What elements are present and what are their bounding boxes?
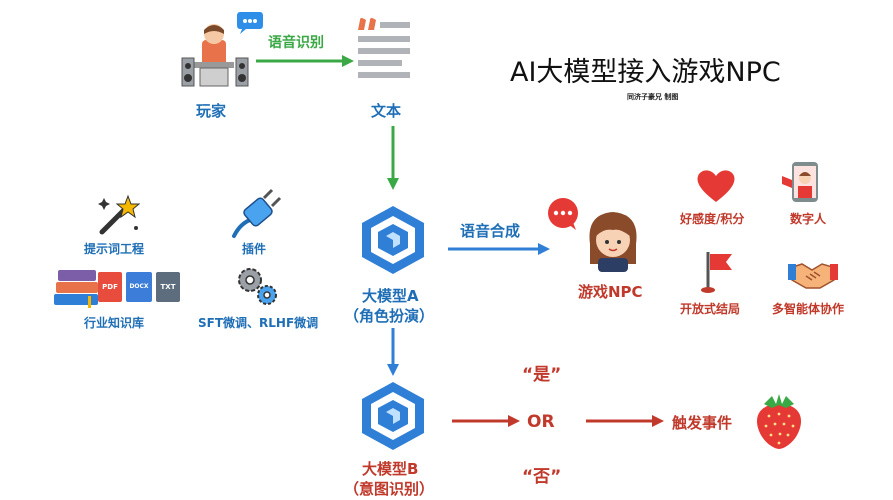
speech-recognition-label: 语音识别 [268, 35, 324, 51]
trigger-event-label: 触发事件 [672, 414, 733, 432]
npc-icon [589, 212, 637, 272]
text-label: 文本 [371, 102, 402, 120]
heart-icon [697, 170, 735, 202]
books-icon [54, 270, 98, 308]
text-to-model-arrow [387, 126, 399, 190]
model-a-icon [362, 206, 424, 274]
model-b-to-or-arrow [452, 415, 520, 427]
plugin-label: 插件 [242, 242, 267, 256]
favor-label: 好感度/积分 [680, 212, 745, 226]
finetune-label: SFT微调、RLHF微调 [198, 316, 319, 330]
model-b-name: 大模型B [362, 460, 419, 478]
no-label: “否” [522, 467, 562, 487]
npc-speech-bubble-icon [548, 198, 578, 230]
gears-icon [238, 268, 277, 305]
speech-synthesis-label: 语音合成 [460, 222, 521, 240]
credit-text: 同济子豪兄 制图 [627, 93, 679, 101]
model-b-icon [362, 382, 424, 450]
or-to-trigger-arrow [586, 415, 664, 427]
npc-label: 游戏NPC [578, 283, 643, 301]
speech-recognition-arrow [256, 55, 354, 67]
player-label: 玩家 [196, 102, 227, 120]
strawberry-icon [756, 394, 802, 449]
model-b-role: （意图识别） [344, 480, 435, 498]
multi-agent-label: 多智能体协作 [772, 302, 845, 316]
pdf-file-icon: PDF [98, 272, 122, 302]
flag-icon [701, 252, 732, 293]
prompt-engineering-label: 提示词工程 [84, 242, 145, 256]
or-label: OR [527, 412, 555, 432]
player-icon [181, 24, 249, 87]
plug-icon [232, 188, 282, 238]
speech-bubble-icon [237, 12, 263, 34]
docx-file-icon: DOCX [126, 272, 152, 302]
magic-wand-icon [98, 194, 141, 235]
page-title: AI大模型接入游戏NPC [510, 57, 781, 88]
knowledge-base-label: 行业知识库 [84, 316, 145, 330]
speech-synthesis-arrow [448, 243, 550, 255]
model-a-to-b-arrow [387, 328, 399, 376]
text-document-icon [358, 18, 410, 78]
handshake-icon [788, 263, 838, 289]
txt-file-icon: TXT [156, 272, 180, 302]
open-ending-label: 开放式结局 [680, 302, 741, 316]
model-a-name: 大模型A [362, 287, 419, 305]
digital-human-icon [782, 162, 818, 202]
yes-label: “是” [522, 365, 562, 385]
model-a-role: （角色扮演） [344, 307, 435, 325]
digital-human-label: 数字人 [790, 212, 827, 226]
